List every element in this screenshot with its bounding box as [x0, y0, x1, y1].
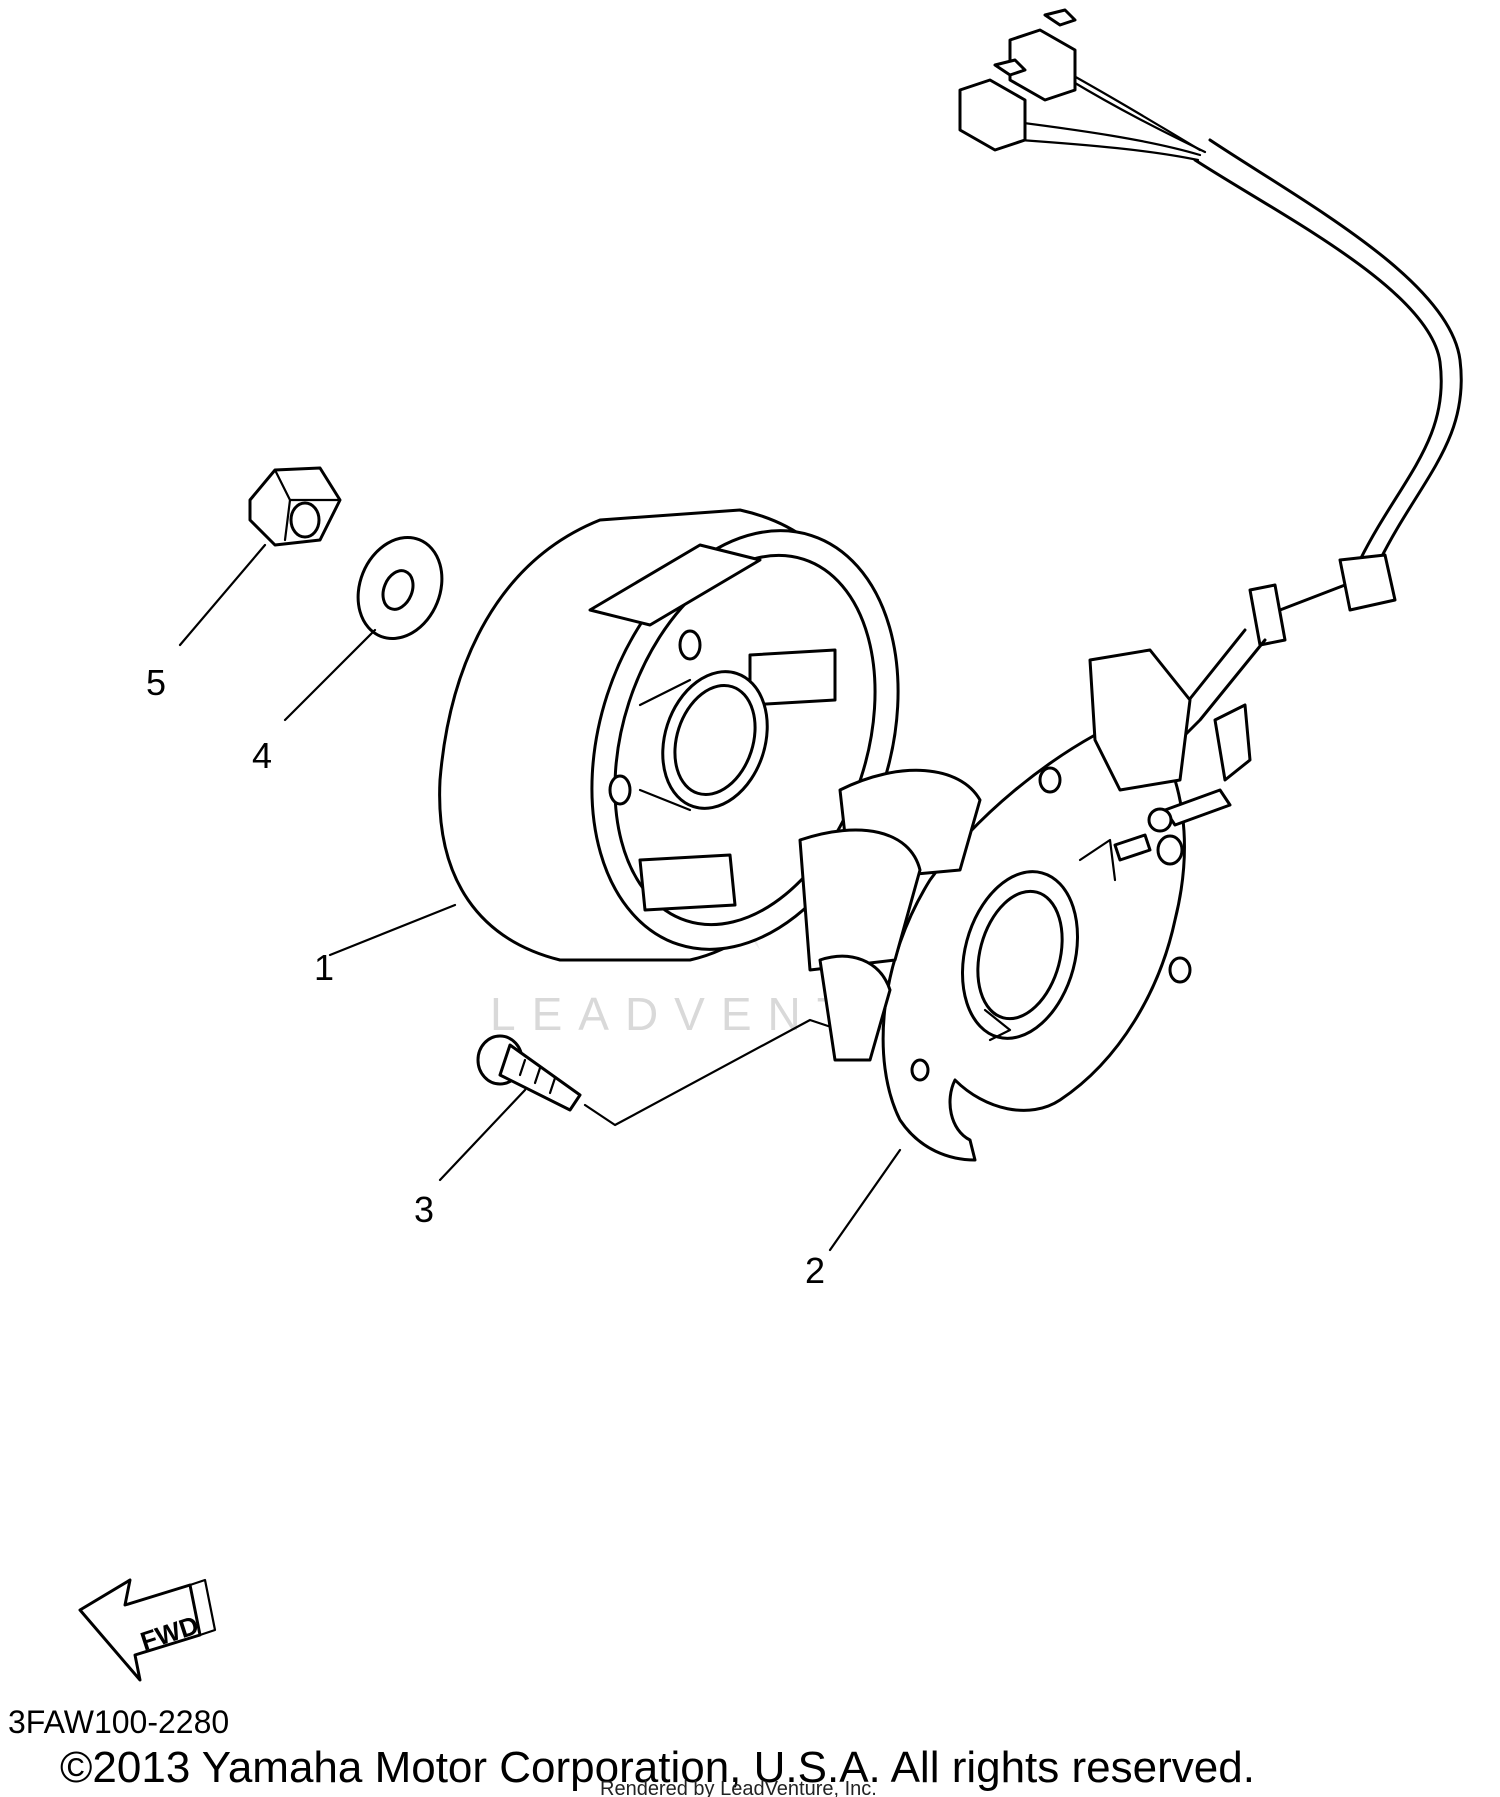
callout-3: 3 — [414, 1189, 434, 1230]
leader-4 — [283, 628, 377, 722]
copyright: ©2013 Yamaha Motor Corporation, U.S.A. A… — [60, 1743, 1255, 1792]
fwd-arrow-icon: FWD — [78, 1578, 217, 1682]
leader-5 — [178, 543, 267, 647]
callout-4: 4 — [252, 735, 272, 776]
callout-5: 5 — [146, 662, 166, 703]
stator-assembly — [798, 648, 1252, 1162]
wire-harness — [958, 8, 1463, 762]
callout-1: 1 — [314, 947, 334, 988]
leader-2 — [828, 1148, 902, 1252]
nut — [248, 466, 342, 547]
flywheel-rotor — [438, 508, 900, 962]
callout-2: 2 — [805, 1250, 825, 1291]
washer — [356, 536, 444, 640]
leader-3 — [438, 1088, 527, 1182]
screw — [476, 1034, 582, 1112]
rendered-by: Rendered by LeadVenture, Inc. — [600, 1778, 877, 1797]
leader-1 — [328, 903, 457, 957]
drawing-code: 3FAW100-2280 — [8, 1704, 229, 1740]
